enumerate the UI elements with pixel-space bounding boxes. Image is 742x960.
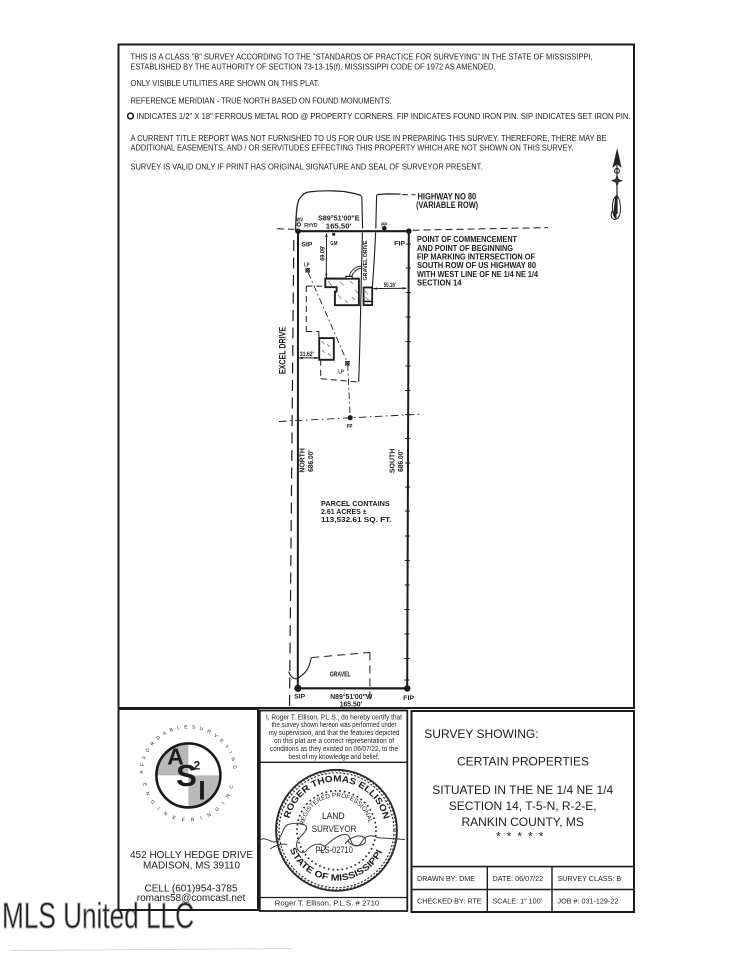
svg-text:A: A: [167, 744, 184, 770]
svg-text:PARCEL CONTAINS: PARCEL CONTAINS: [321, 499, 390, 508]
svg-text:N89°51'00"W: N89°51'00"W: [330, 692, 373, 701]
svg-text:FIP MARKING INTERSECTION OF: FIP MARKING INTERSECTION OF: [417, 253, 535, 262]
svg-text:SCALE: 1" 100': SCALE: 1" 100': [493, 897, 543, 906]
svg-text:WITH WEST LINE OF NE 1/4 NE 1/: WITH WEST LINE OF NE 1/4 NE 1/4: [417, 270, 538, 279]
svg-text:PLS-02710: PLS-02710: [316, 845, 353, 855]
svg-text:I: I: [198, 776, 206, 806]
svg-text:on this plat are a correct rep: on this plat are a correct representatio…: [274, 738, 394, 745]
svg-text:LP: LP: [304, 263, 310, 269]
svg-text:SITUATED IN THE NE 1/4 NE 1/4: SITUATED IN THE NE 1/4 NE 1/4: [432, 783, 613, 797]
svg-text:MADISON, MS 39110: MADISON, MS 39110: [143, 861, 241, 872]
svg-text:RANKIN COUNTY, MS: RANKIN COUNTY, MS: [461, 815, 583, 829]
svg-text:*****: *****: [496, 830, 549, 844]
svg-text:JOB #: 031-129-22: JOB #: 031-129-22: [558, 897, 619, 906]
svg-text:A CURRENT TITLE REPORT WAS NOT: A CURRENT TITLE REPORT WAS NOT FURNISHED…: [131, 134, 607, 143]
svg-text:SOUTH ROW OF US HIGHWAY 80: SOUTH ROW OF US HIGHWAY 80: [417, 261, 536, 270]
svg-text:LP: LP: [338, 369, 344, 375]
svg-text:SIP: SIP: [294, 694, 305, 701]
svg-text:113,532.61 SQ. FT.: 113,532.61 SQ. FT.: [321, 515, 392, 524]
svg-text:LAND: LAND: [322, 811, 345, 821]
svg-text:my supervision, and that the f: my supervision, and that the features de…: [269, 730, 400, 737]
svg-text:SURVEY SHOWING:: SURVEY SHOWING:: [424, 727, 538, 741]
svg-text:FIP: FIP: [394, 240, 405, 247]
svg-text:FHYD: FHYD: [304, 223, 317, 229]
svg-text:SURVEY IS VALID ONLY IF PRINT: SURVEY IS VALID ONLY IF PRINT HAS ORIGIN…: [131, 162, 483, 171]
svg-text:55.16': 55.16': [384, 283, 397, 289]
svg-text:ADDITIONAL EASEMENTS, AND / OR: ADDITIONAL EASEMENTS, AND / OR SERVITUDE…: [131, 143, 574, 152]
svg-text:SURVEY CLASS: B: SURVEY CLASS: B: [558, 874, 622, 883]
svg-text:(VARIABLE ROW): (VARIABLE ROW): [416, 200, 478, 210]
svg-text:452 HOLLY HEDGE DRIVE: 452 HOLLY HEDGE DRIVE: [130, 850, 253, 861]
svg-text:SIP: SIP: [301, 241, 312, 248]
svg-text:SOUTH: SOUTH: [388, 449, 397, 474]
svg-text:SURVEYOR: SURVEYOR: [312, 824, 357, 834]
svg-text:GRAVEL DRIVE: GRAVEL DRIVE: [363, 240, 369, 280]
svg-text:HIGHWAY NO 80: HIGHWAY NO 80: [418, 192, 477, 202]
svg-text:CERTAIN PROPERTIES: CERTAIN PROPERTIES: [457, 754, 589, 768]
svg-text:PP: PP: [381, 223, 387, 229]
svg-text:romans58@comcast.net: romans58@comcast.net: [137, 893, 246, 904]
svg-text:FIP: FIP: [403, 695, 414, 702]
svg-text:WV: WV: [296, 218, 303, 224]
svg-text:NORTH: NORTH: [298, 448, 307, 473]
svg-text:165.50': 165.50': [326, 222, 352, 231]
svg-text:REFERENCE MERIDIAN - TRUE NORT: REFERENCE MERIDIAN - TRUE NORTH BASED ON…: [131, 97, 392, 106]
svg-text:SECTION 14: SECTION 14: [417, 278, 462, 287]
svg-text:Roger T. Ellison, P.L.S. # 271: Roger T. Ellison, P.L.S. # 2710: [275, 898, 380, 907]
svg-text:CHECKED BY: RTE: CHECKED BY: RTE: [417, 897, 482, 906]
svg-text:SECTION 14, T-5-N, R-2-E,: SECTION 14, T-5-N, R-2-E,: [449, 799, 597, 813]
svg-text:best of my knowledge and belie: best of my knowledge and belief.: [289, 754, 380, 761]
svg-text:DATE: 06/07/22: DATE: 06/07/22: [493, 874, 544, 883]
svg-text:69.09': 69.09': [321, 245, 327, 261]
svg-text:I, Roger T. Ellison, P.L.S., d: I, Roger T. Ellison, P.L.S., do hereby c…: [266, 714, 402, 721]
svg-text:INDICATES 1/2" X 18" FERROUS M: INDICATES 1/2" X 18" FERROUS METAL ROD @…: [137, 112, 631, 121]
svg-text:2.61 ACRES ±: 2.61 ACRES ±: [321, 507, 367, 516]
svg-text:ONLY VISIBLE UTILITIES ARE SHO: ONLY VISIBLE UTILITIES ARE SHOWN ON THIS…: [131, 79, 320, 88]
svg-text:PP: PP: [347, 424, 353, 430]
svg-text:S89°51'00"E: S89°51'00"E: [318, 214, 360, 223]
svg-text:31.62': 31.62': [300, 352, 315, 358]
svg-text:165.50': 165.50': [340, 699, 363, 708]
svg-text:2: 2: [193, 759, 200, 773]
svg-text:GM: GM: [330, 241, 337, 247]
svg-text:THIS IS A CLASS "B" SURVEY ACC: THIS IS A CLASS "B" SURVEY ACCORDING TO …: [131, 53, 593, 62]
svg-text:AND POINT OF BEGINNING: AND POINT OF BEGINNING: [417, 244, 513, 253]
svg-text:686.00': 686.00': [396, 450, 405, 472]
svg-text:S: S: [176, 758, 197, 793]
svg-text:ESTABLISHED BY THE AUTHORITY O: ESTABLISHED BY THE AUTHORITY OF SECTION …: [131, 62, 496, 71]
svg-text:DRAWN BY: DME: DRAWN BY: DME: [417, 874, 475, 883]
svg-text:POINT OF COMMENCEMENT: POINT OF COMMENCEMENT: [417, 235, 517, 244]
svg-text:the survey shown hereon was pe: the survey shown hereon was performed un…: [272, 722, 398, 729]
svg-text:CELL (601)954-3785: CELL (601)954-3785: [144, 884, 237, 895]
svg-text:MLS United LLC: MLS United LLC: [2, 895, 194, 936]
svg-text:686.00': 686.00': [306, 450, 315, 472]
svg-text:EXCEL DRIVE: EXCEL DRIVE: [277, 327, 288, 374]
svg-text:GRAVEL: GRAVEL: [330, 672, 352, 679]
svg-text:conditions as they existed on: conditions as they existed on 06/07/22, …: [270, 746, 398, 753]
